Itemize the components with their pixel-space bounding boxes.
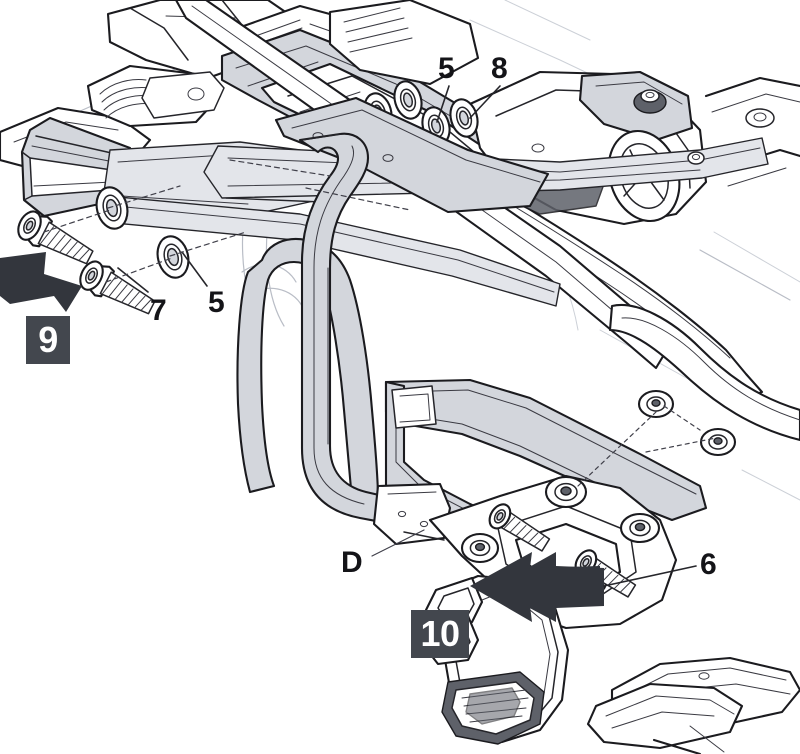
socket-bolt-a <box>488 503 551 552</box>
part-label-6-right: 6 <box>700 548 717 581</box>
arrow-to-chip-9 <box>0 252 82 312</box>
tubular-bar-part <box>236 132 394 526</box>
washer-upper-part <box>95 186 129 230</box>
washer-lower-part <box>156 235 190 279</box>
part-label-5-top: 5 <box>438 52 455 85</box>
callout-box-10[interactable]: 10 <box>411 610 469 658</box>
footpeg-ghost-group <box>586 656 800 754</box>
part-label-7-left: 7 <box>150 294 167 327</box>
bolt-lower-part <box>79 260 156 315</box>
callout-box-9[interactable]: 9 <box>26 316 70 364</box>
leader-lines <box>43 85 717 587</box>
socket-bolt-c <box>699 427 737 457</box>
arrow-to-chip-10 <box>470 552 604 622</box>
part-label-5-left: 5 <box>208 286 225 319</box>
part-label-8-top: 8 <box>491 52 508 85</box>
socket-bolt-d <box>637 389 675 419</box>
detail-label-d: D <box>341 546 363 579</box>
bolt-upper-part <box>17 210 94 265</box>
lower-foot-body <box>422 574 570 745</box>
